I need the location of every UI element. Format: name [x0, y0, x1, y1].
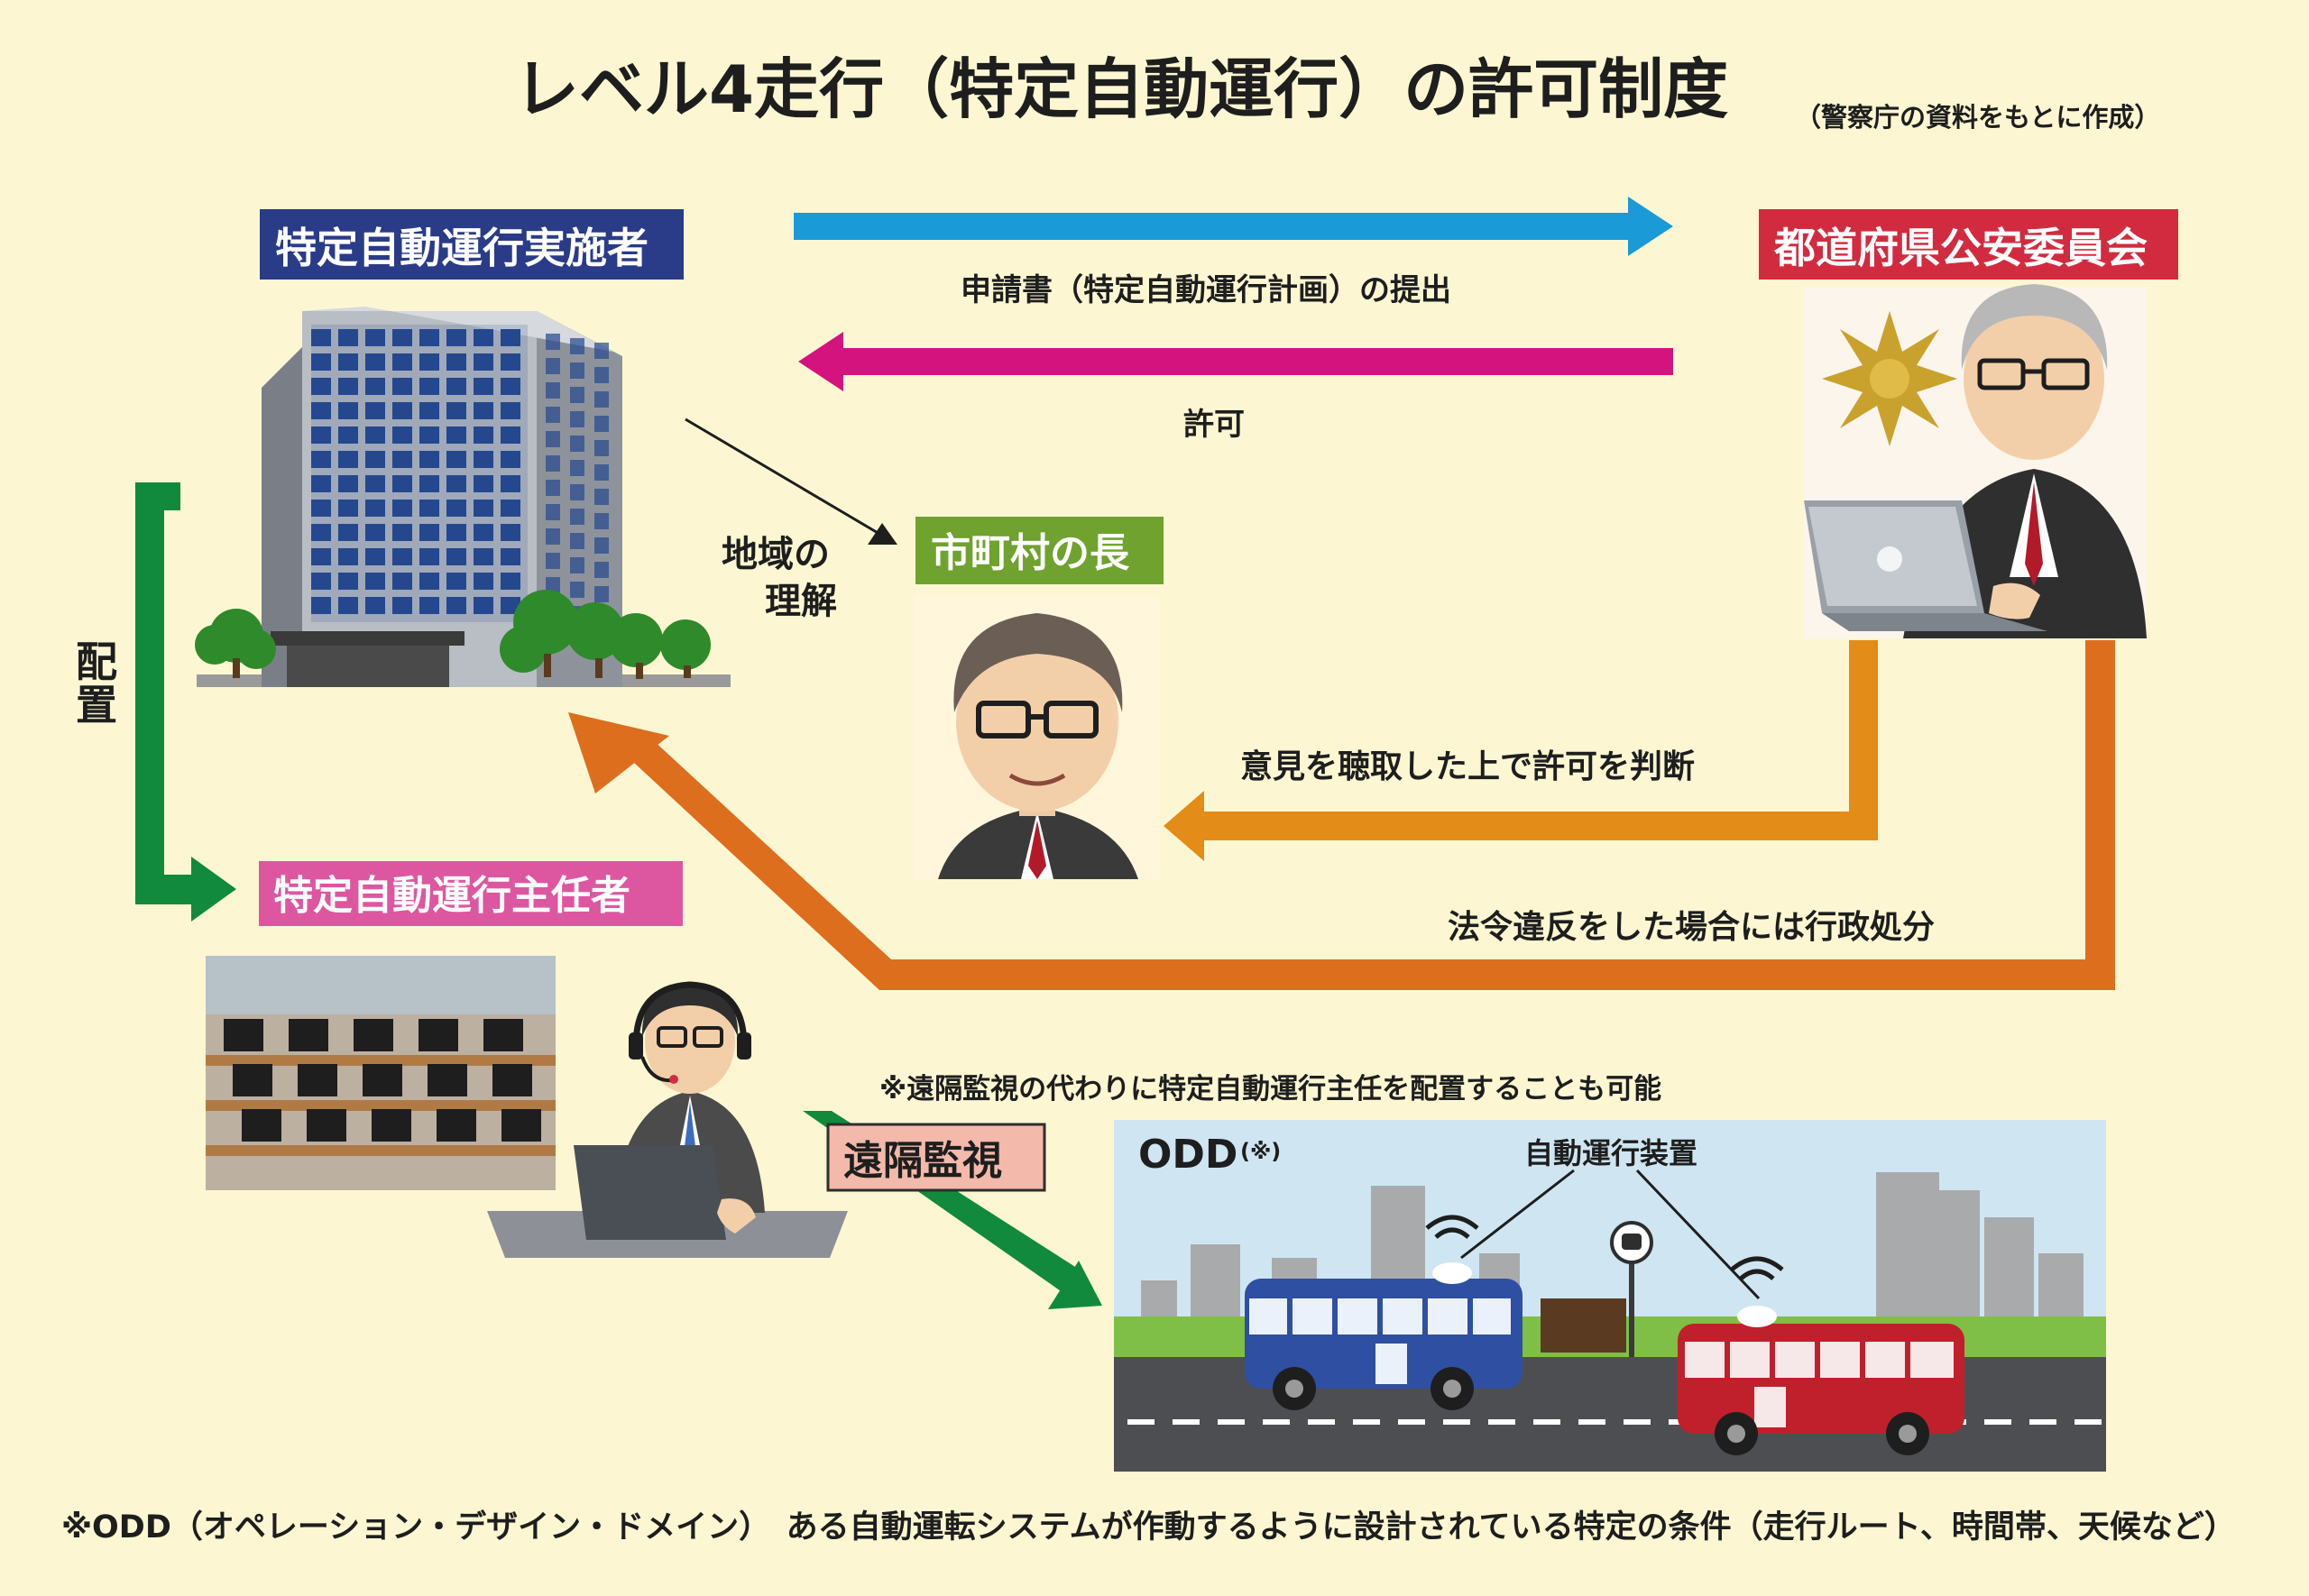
commission-official-icon	[1804, 284, 2147, 638]
opinion-label: 意見を聴取した上で許可を判断	[1240, 748, 1695, 785]
placement-label-2: 置	[76, 681, 117, 729]
odd-label: ODD	[1138, 1132, 1237, 1178]
control-room-photo	[206, 956, 556, 1190]
svg-text:特定自動運行主任者: 特定自動運行主任者	[273, 873, 630, 919]
application-arrow	[794, 197, 1673, 256]
device-label: 自動運行装置	[1524, 1136, 1697, 1170]
blue-bus-icon	[1245, 1262, 1522, 1410]
svg-text:特定自動運行実施者: 特定自動運行実施者	[275, 224, 649, 272]
mayor-label: 市町村の長	[915, 517, 1164, 584]
local-understanding-arrow	[685, 417, 897, 545]
mayor-portrait-icon	[914, 595, 1160, 879]
source-note: （警察庁の資料をもとに作成）	[1795, 102, 2160, 133]
office-building-icon	[195, 307, 731, 687]
remote-monitoring-label: 遠隔監視	[826, 1123, 1046, 1192]
chief-label: 特定自動運行主任者	[259, 861, 683, 926]
operator-label: 特定自動運行実施者	[260, 209, 684, 280]
placement-arrow	[135, 482, 236, 922]
odd-label-note: (※)	[1240, 1139, 1281, 1164]
permit-arrow	[798, 332, 1673, 391]
footnote: ※ODD（オペレーション・デザイン・ドメイン） ある自動運転システムが作動するよ…	[61, 1509, 2236, 1546]
opinion-arrow	[1164, 640, 1878, 861]
odd-note: ※遠隔監視の代わりに特定自動運行主任を配置することも可能	[879, 1073, 1661, 1105]
svg-text:都道府県公安委員会: 都道府県公安委員会	[1773, 224, 2148, 272]
placement-label-1: 配	[76, 637, 117, 686]
application-label: 申請書（特定自動運行計画）の提出	[961, 272, 1451, 308]
disposal-label: 法令違反をした場合には行政処分	[1448, 909, 1935, 946]
odd-scene	[1114, 1120, 2106, 1472]
local-understanding-label-1: 地域の	[722, 534, 830, 575]
svg-text:遠隔監視: 遠隔監視	[843, 1138, 1002, 1184]
remote-operator-icon	[487, 981, 848, 1258]
permit-label: 許可	[1183, 407, 1245, 443]
wifi-icon	[1425, 1215, 1784, 1280]
commission-label: 都道府県公安委員会	[1759, 209, 2178, 280]
disposal-arrow	[568, 640, 2115, 990]
svg-text:市町村の長: 市町村の長	[931, 530, 1130, 576]
red-bus-icon	[1678, 1306, 1964, 1455]
local-understanding-label-2: 理解	[765, 581, 837, 622]
page-title: レベル4走行（特定自動運行）の許可制度	[514, 51, 1728, 127]
